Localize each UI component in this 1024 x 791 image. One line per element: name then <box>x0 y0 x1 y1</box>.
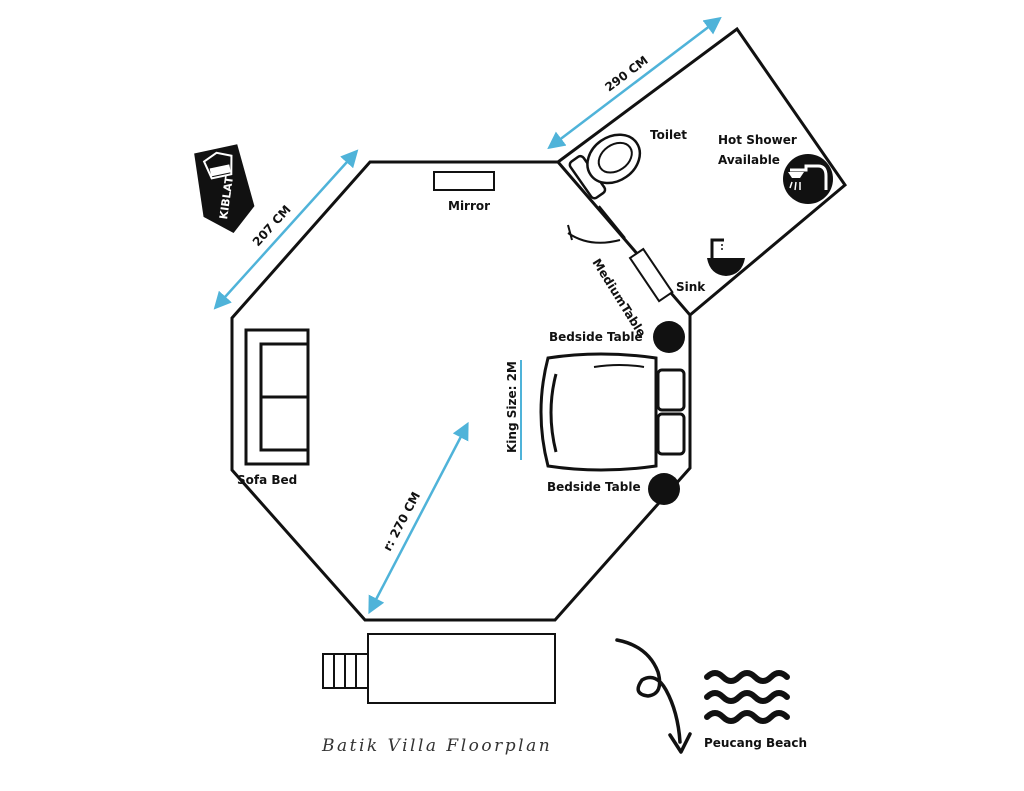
bathroom-door-jamb <box>567 224 573 241</box>
sink-icon <box>707 238 745 276</box>
mirror-label: Mirror <box>448 199 490 213</box>
sofa-bed-icon <box>244 328 310 466</box>
waves-icon <box>704 670 790 724</box>
toilet-label: Toilet <box>650 128 687 142</box>
mirror-shape <box>433 171 495 191</box>
kiblat-text: KIBLAT <box>217 175 236 220</box>
bedside-table-bottom-label: Bedside Table <box>547 480 641 494</box>
beach-label: Peucang Beach <box>704 736 807 750</box>
hot-shower-label-line1: Hot Shower <box>718 133 797 147</box>
king-bed-icon <box>539 352 686 472</box>
entrance-steps <box>322 653 369 689</box>
bathroom-door-arc <box>567 232 621 244</box>
medium-table-shape <box>628 247 674 303</box>
bedside-table-bottom <box>648 473 680 505</box>
plan-title: Batik Villa Floorplan <box>321 736 552 756</box>
radius-dimension-line <box>368 421 469 615</box>
sofa-bed-label: Sofa Bed <box>237 473 297 487</box>
wall-length-label: 207 CM <box>250 202 294 249</box>
bedside-table-top <box>653 321 685 353</box>
terrace-shape <box>367 633 556 704</box>
king-size-label: King Size: 2M <box>505 361 519 453</box>
shower-icon <box>783 154 833 204</box>
wall-length-dimension-line <box>213 149 359 310</box>
curly-arrow-icon <box>615 638 692 754</box>
main-room-walls <box>230 160 692 622</box>
bedside-table-top-label: Bedside Table <box>549 330 643 344</box>
sink-label: Sink <box>676 280 706 294</box>
kiblat-icon: KIBLAT <box>194 144 255 233</box>
bathroom-door-leaf <box>598 205 626 239</box>
hot-shower-label-line2: Available <box>718 153 780 167</box>
bathroom-width-dimension-line <box>547 16 722 150</box>
